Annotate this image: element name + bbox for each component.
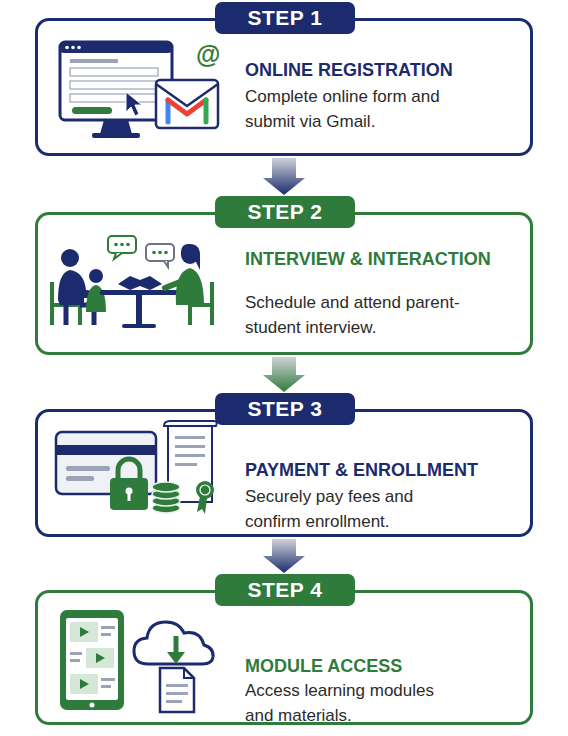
step-description: Access learning modules and materials. — [245, 678, 460, 728]
step-description: Schedule and attend parent-student inter… — [245, 290, 460, 340]
step-heading: MODULE ACCESS — [245, 655, 402, 677]
flow-arrow — [263, 158, 305, 195]
step-tab: STEP 1 — [215, 2, 355, 34]
step-heading: PAYMENT & ENROLLMENT — [245, 459, 478, 481]
step-box: STEP 4 MODULE ACCESSAccess learning modul… — [35, 574, 533, 725]
step-tab: STEP 4 — [215, 574, 355, 606]
step-heading: INTERVIEW & INTERACTION — [245, 248, 491, 270]
step-box: STEP 1 ONLINE REGISTRATION Complete online… — [35, 2, 533, 156]
flow-arrow — [263, 539, 305, 573]
flow-arrow — [263, 357, 305, 392]
step-box: STEP 2 INTERVIEW & INTERACTION Schedule an… — [35, 196, 533, 355]
step-number: STEP 3 — [248, 397, 323, 421]
step-tab: STEP 3 — [215, 393, 355, 425]
step-number: STEP 2 — [248, 200, 323, 224]
step-tab: STEP 2 — [215, 196, 355, 228]
step-heading: ONLINE REGISTRATION — [245, 59, 453, 81]
step-box: STEP 3 PAYMENT & ENROLLMENT Securely pay f… — [35, 393, 533, 537]
step-description: Securely pay fees and confirm enrollment… — [245, 484, 460, 534]
at-symbol: @ — [196, 40, 220, 69]
step-description: Complete online form and submit via Gmai… — [245, 84, 460, 134]
step-number: STEP 4 — [248, 578, 323, 602]
step-number: STEP 1 — [248, 6, 323, 30]
